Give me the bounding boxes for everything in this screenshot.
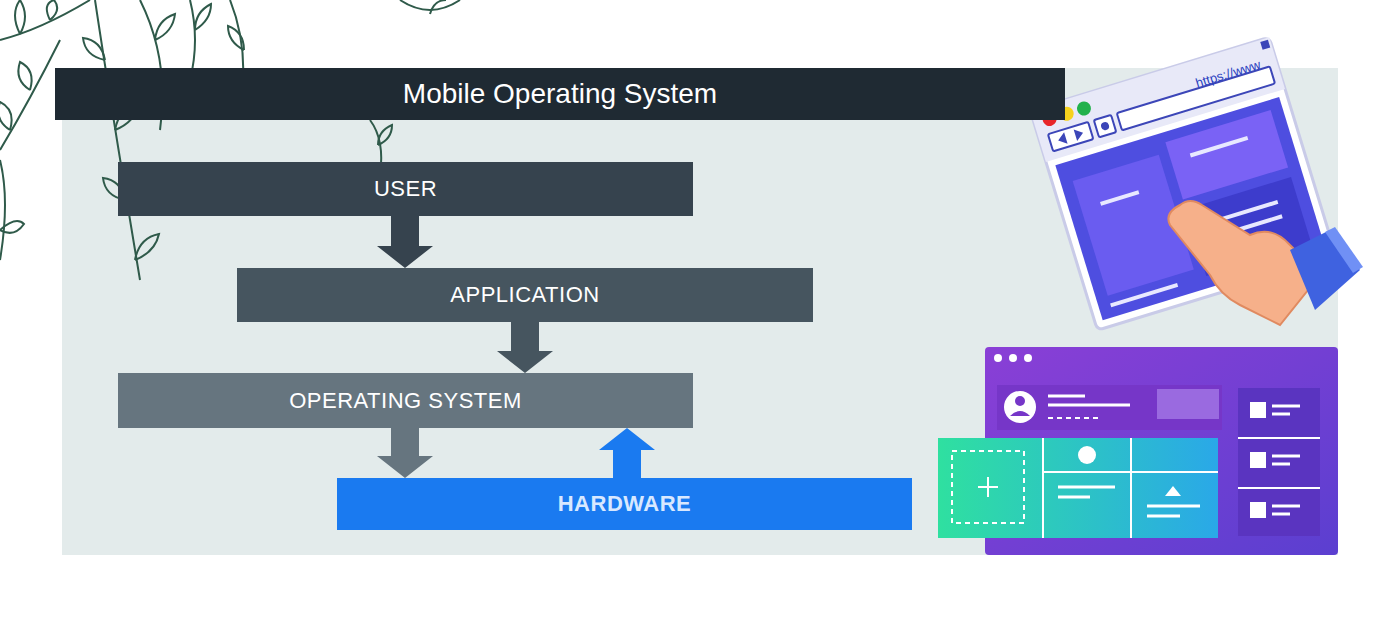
title-band: Mobile Operating System xyxy=(55,68,1065,120)
layer-label: USER xyxy=(374,176,437,202)
flow-arrow xyxy=(377,216,433,268)
browser-illustration xyxy=(1030,37,1336,330)
diagram-title: Mobile Operating System xyxy=(403,78,717,110)
flow-arrow xyxy=(599,428,655,478)
layer-box: APPLICATION xyxy=(237,268,813,322)
layer-box: HARDWARE xyxy=(337,478,912,530)
dashboard-illustration xyxy=(938,347,1338,555)
layer-label: APPLICATION xyxy=(450,282,599,308)
layer-box: USER xyxy=(118,162,693,216)
flow-arrow xyxy=(377,428,433,478)
layer-label: OPERATING SYSTEM xyxy=(289,388,522,414)
flow-arrow xyxy=(497,322,553,373)
hand-illustration xyxy=(1168,201,1363,325)
leaf-decoration xyxy=(0,0,460,280)
layer-box: OPERATING SYSTEM xyxy=(118,373,693,428)
layer-label: HARDWARE xyxy=(558,491,692,517)
